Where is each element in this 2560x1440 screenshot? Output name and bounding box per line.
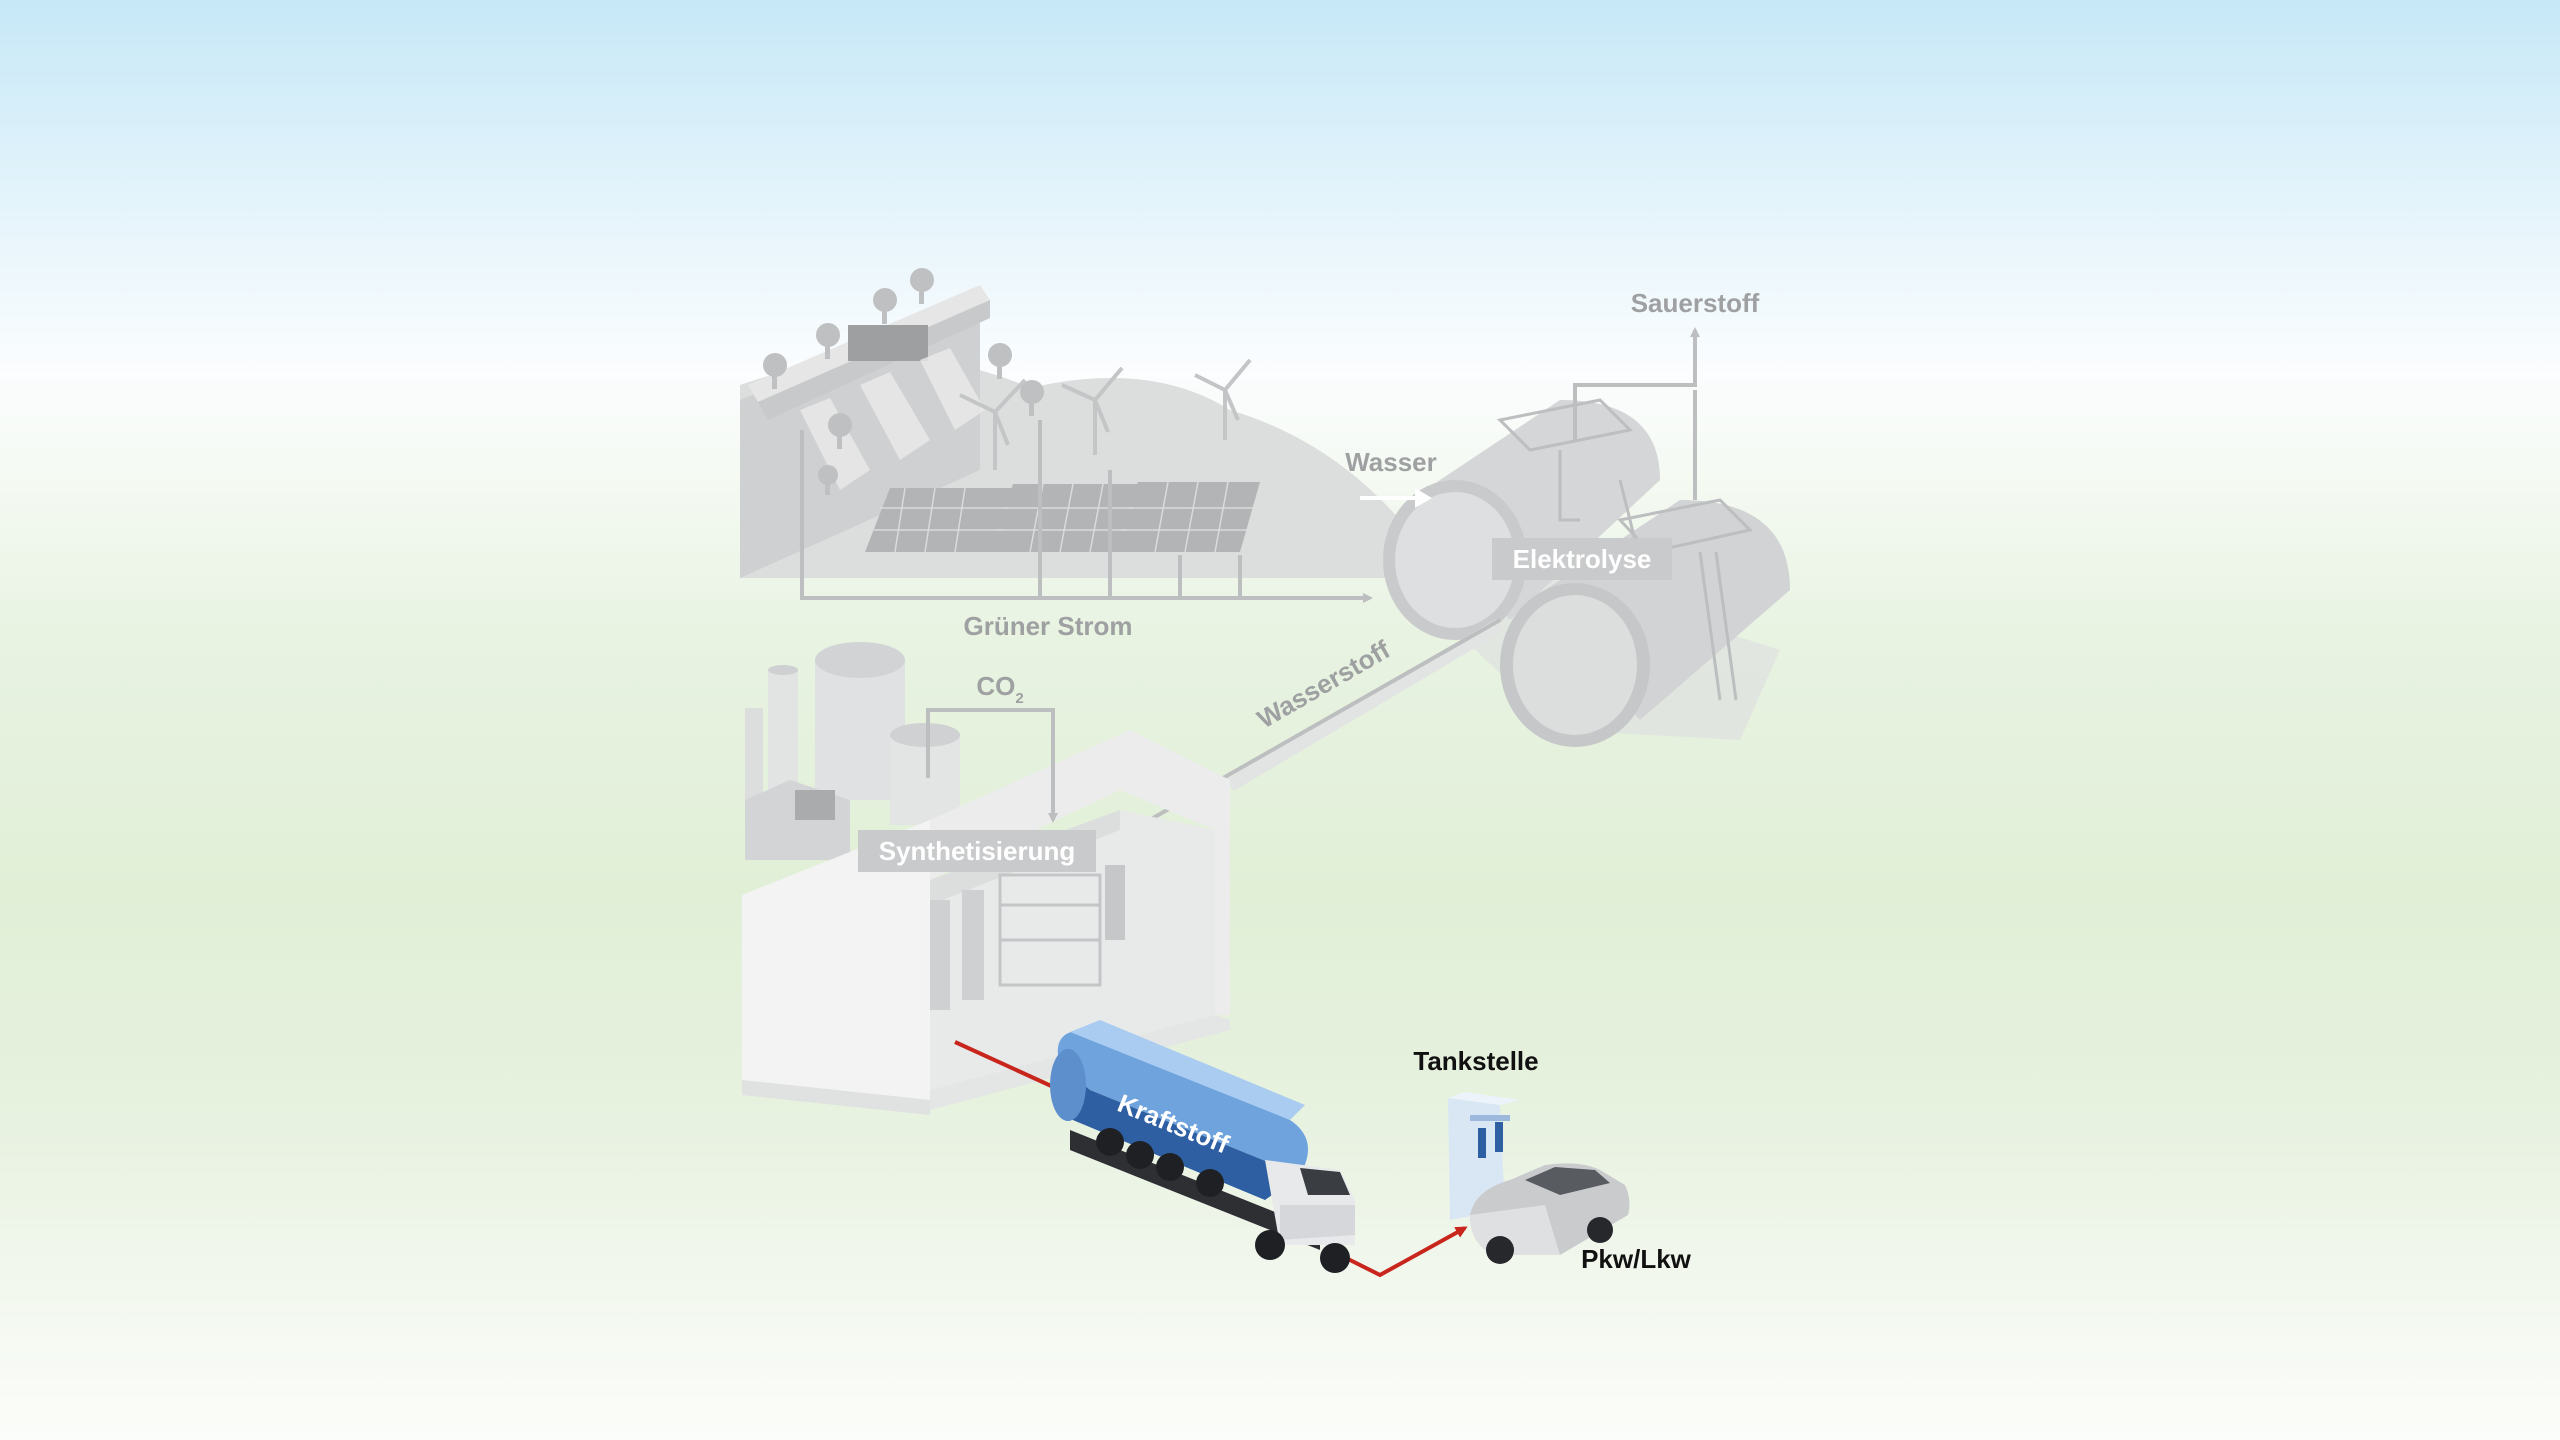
sauerstoff-label: Sauerstoff bbox=[1631, 288, 1760, 318]
hydro-dam bbox=[748, 285, 990, 490]
elektrolyse-label: Elektrolyse bbox=[1513, 544, 1652, 574]
oxygen-outlet-arrow bbox=[1573, 327, 1700, 440]
green-power-lines bbox=[800, 420, 1373, 603]
fuel-flow-to-truck-arrow bbox=[954, 1040, 1061, 1092]
wasser-label: Wasser bbox=[1345, 447, 1437, 477]
fuel-truck bbox=[1050, 1020, 1355, 1273]
co2-capture-plant bbox=[745, 642, 960, 860]
elektrolyse-label-box bbox=[1492, 538, 1672, 580]
gruener-strom-label: Grüner Strom bbox=[963, 611, 1132, 641]
synthetisierung-label: Synthetisierung bbox=[879, 836, 1075, 866]
synthetisierung-label-box bbox=[858, 830, 1096, 872]
trees bbox=[763, 268, 1044, 495]
co2-feed-arrow bbox=[926, 708, 1058, 823]
co2-label: CO2 bbox=[976, 671, 1023, 707]
synthesis-building bbox=[742, 708, 1230, 1115]
electrolysis-plant bbox=[1360, 327, 1790, 747]
co2-label-main: CO bbox=[976, 671, 1015, 701]
pkw-lkw-label: Pkw/Lkw bbox=[1581, 1244, 1692, 1274]
hydrogen-pipe bbox=[1226, 618, 1504, 792]
green-power-plant-area bbox=[740, 268, 1400, 603]
solar-panels bbox=[865, 481, 1260, 553]
tankstelle-label: Tankstelle bbox=[1413, 1046, 1538, 1076]
passenger-car bbox=[1470, 1163, 1630, 1264]
wind-turbines bbox=[959, 358, 1252, 470]
co2-label-subscript: 2 bbox=[1015, 690, 1023, 707]
